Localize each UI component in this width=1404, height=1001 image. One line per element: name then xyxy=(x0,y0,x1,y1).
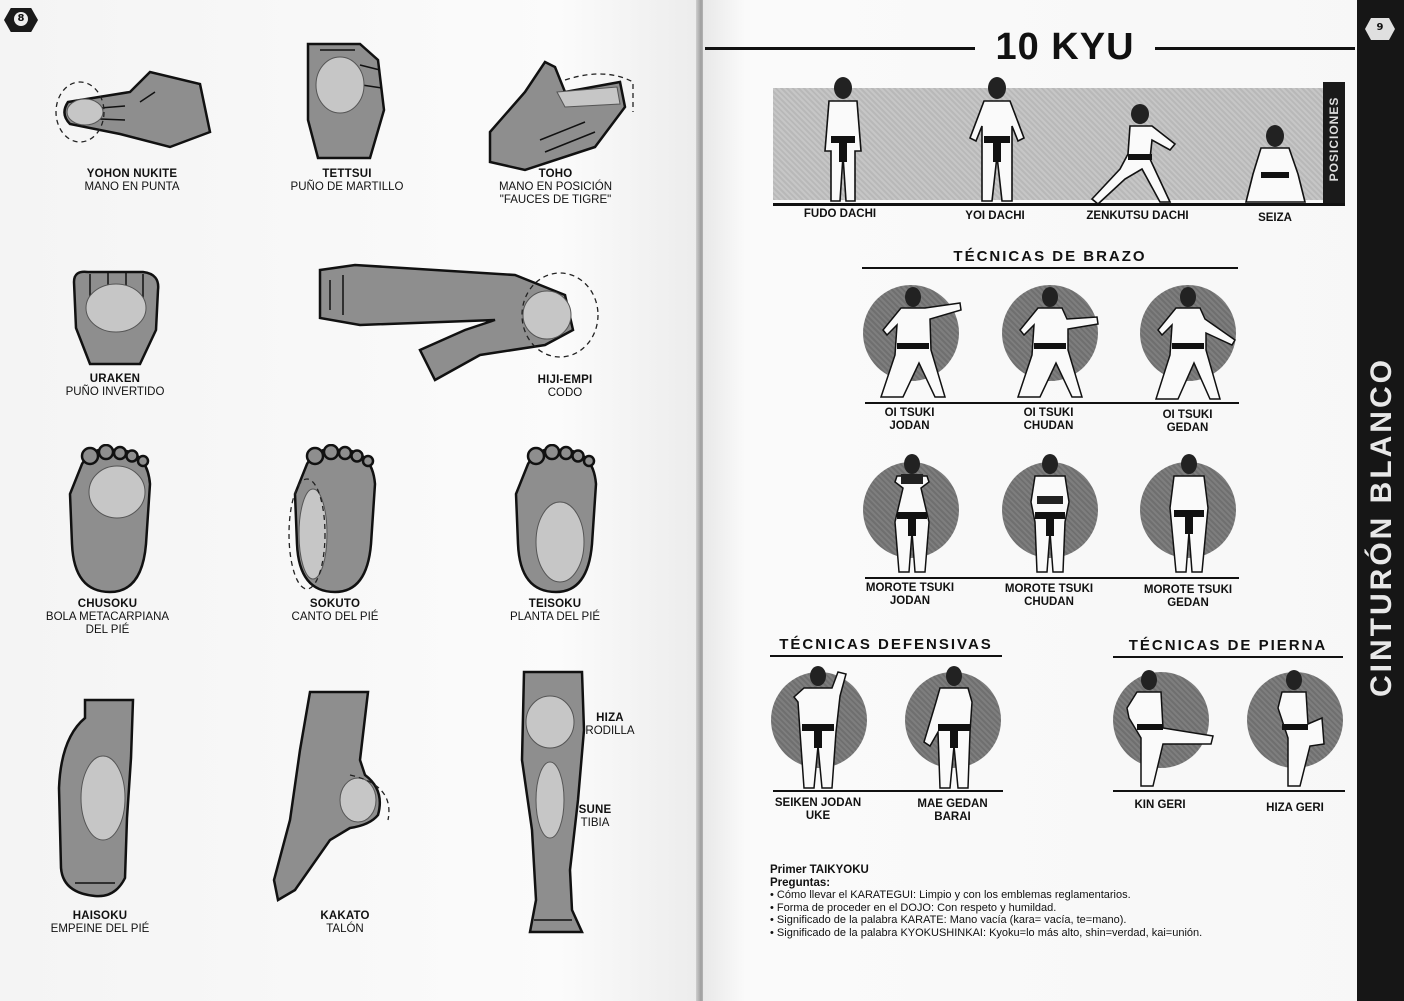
page-number-badge-right: 9 xyxy=(1365,18,1395,40)
position-label-fudo-dachi: FUDO DACHI xyxy=(803,208,877,220)
arm-row2-ground xyxy=(865,577,1239,579)
yohon-nukite-illustration xyxy=(55,70,212,149)
oi-tsuki-chudan-figure xyxy=(1016,287,1099,398)
uraken-illustration xyxy=(72,270,160,366)
hiji-empi-illustration xyxy=(318,263,599,382)
title-rule-right xyxy=(1155,47,1355,50)
page-number: 8 xyxy=(14,12,28,26)
mae-gedan-barai-figure xyxy=(923,666,973,789)
leg-illustration xyxy=(520,670,586,934)
question-item: Significado de la palabra KARATE: Mano v… xyxy=(770,914,1330,927)
page-number-badge: 8 xyxy=(4,8,38,32)
zenkutsu-dachi-figure xyxy=(1090,104,1177,206)
position-label-yoi-dachi: YOI DACHI xyxy=(965,210,1025,222)
hiza-geri-figure xyxy=(1277,670,1325,787)
oi-tsuki-jodan-figure xyxy=(879,287,962,398)
yoi-dachi-figure xyxy=(968,77,1026,202)
leg-ground xyxy=(1113,790,1345,792)
haisoku-illustration xyxy=(57,698,135,898)
positions-ground-line xyxy=(773,203,1345,206)
kin-geri-label: KIN GERI xyxy=(1134,799,1186,811)
chusoku-illustration xyxy=(68,444,152,594)
morote-tsuki-gedan-figure xyxy=(1169,454,1209,573)
question-item: Forma de proceder en el DOJO: Con respet… xyxy=(770,902,1330,915)
oi-tsuki-gedan-figure xyxy=(1154,287,1237,400)
kakato-illustration xyxy=(272,690,390,902)
questions-block: Primer TAIKYOKU Preguntas: Cómo llevar e… xyxy=(770,864,1330,939)
questions-list: Cómo llevar el KARATEGUI: Limpio y con l… xyxy=(770,889,1330,939)
position-label-seiza: SEIZA xyxy=(1258,212,1292,224)
taikyoku-line: Primer TAIKYOKU xyxy=(770,864,869,876)
questions-heading: Preguntas: xyxy=(770,876,831,889)
sokuto-illustration xyxy=(288,444,377,594)
seiken-jodan-uke-figure xyxy=(792,666,847,789)
hiza-geri-label: HIZA GERI xyxy=(1266,802,1324,814)
toho-illustration xyxy=(488,60,634,172)
binding-gutter xyxy=(696,0,706,1001)
morote-tsuki-chudan-figure xyxy=(1030,454,1070,573)
positions-tab-label: POSICIONES xyxy=(1327,96,1341,182)
question-item: Significado de la palabra KYOKUSHINKAI: … xyxy=(770,927,1330,940)
arm-row1-ground xyxy=(865,402,1239,404)
seiza-figure xyxy=(1244,125,1307,203)
leg-techniques-rule xyxy=(1113,656,1343,658)
arm-techniques-rule xyxy=(862,267,1238,269)
arm-techniques-heading: TÉCNICAS DE BRAZO xyxy=(953,248,1147,265)
leg-techniques-heading: TÉCNICAS DE PIERNA xyxy=(1128,637,1328,654)
question-item: Cómo llevar el KARATEGUI: Limpio y con l… xyxy=(770,889,1330,902)
page-number-right: 9 xyxy=(1376,22,1384,33)
kin-geri-figure xyxy=(1126,670,1214,787)
page-title: 10 KYU xyxy=(995,26,1135,68)
title-rule-left xyxy=(705,47,975,50)
position-label-zenkutsu-dachi: ZENKUTSU DACHI xyxy=(1086,210,1189,222)
fudo-dachi-figure xyxy=(824,77,862,202)
morote-tsuki-jodan-figure xyxy=(894,454,930,573)
positions-tab: POSICIONES xyxy=(1323,82,1345,204)
defensive-techniques-heading: TÉCNICAS DEFENSIVAS xyxy=(779,636,993,653)
belt-title: CINTURÓN BLANCO xyxy=(1365,357,1398,697)
positions-band xyxy=(773,88,1323,200)
defensive-techniques-rule xyxy=(770,655,1002,657)
teisoku-illustration xyxy=(514,444,598,594)
tettsui-illustration xyxy=(306,42,386,160)
belt-side-tab: 9 CINTURÓN BLANCO xyxy=(1357,0,1404,1001)
defensive-ground xyxy=(773,790,1003,792)
